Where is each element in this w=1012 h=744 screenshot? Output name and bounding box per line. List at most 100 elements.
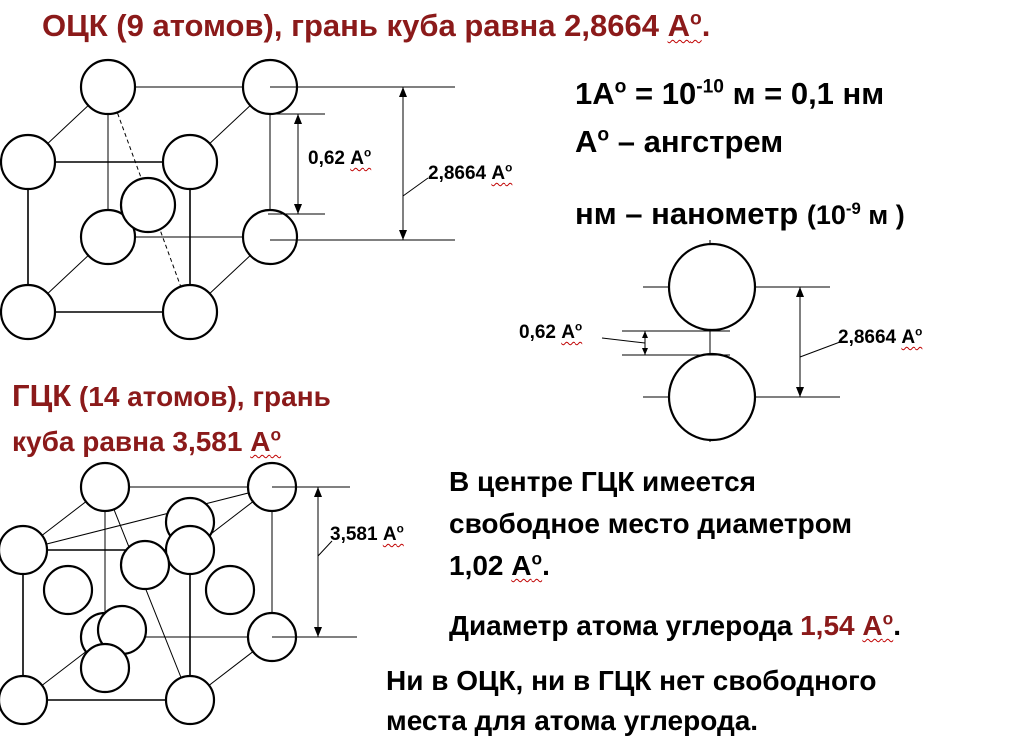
conclusion-line2: места для атома углерода. bbox=[386, 705, 759, 736]
bcc-leader-line bbox=[402, 177, 429, 197]
void-unit: Ао bbox=[511, 550, 542, 581]
angstrom-name: Ао – ангстрем bbox=[575, 124, 783, 160]
bcc-cube-diagram bbox=[0, 58, 455, 341]
void-value: 1,02 bbox=[449, 550, 512, 581]
label-value: 2,8664 bbox=[838, 327, 902, 348]
fcc-atom bbox=[79, 642, 131, 694]
unit-text: м ) bbox=[860, 200, 905, 230]
unit-superscript: о bbox=[396, 522, 404, 536]
title-text: ОЦК (9 атомов), грань куба равна 2,8664 bbox=[42, 8, 668, 43]
fcc-abbrev: ГЦК bbox=[12, 378, 72, 413]
arrow-head bbox=[796, 387, 804, 397]
bcc-edge-label: 2,8664 Ао bbox=[428, 161, 513, 185]
pair-gap-label: 0,62 Ао bbox=[519, 320, 583, 344]
fcc-atom bbox=[164, 674, 216, 726]
label-unit: Ао bbox=[901, 325, 923, 348]
unit-superscript: о bbox=[689, 8, 702, 30]
nanometer-definition: нм – нанометр (10-9 м ) bbox=[575, 196, 905, 232]
bcc-atom bbox=[0, 283, 57, 341]
unit-superscript: о bbox=[614, 76, 627, 98]
page-title: ОЦК (9 атомов), грань куба равна 2,8664 … bbox=[42, 8, 710, 44]
bcc-atom bbox=[79, 58, 137, 116]
arrow-head bbox=[642, 348, 648, 355]
carbon-text: Диаметр атома углерода bbox=[449, 610, 801, 641]
unit-superscript: о bbox=[364, 146, 372, 160]
unit-text: = 10 bbox=[626, 76, 697, 111]
unit-superscript: о bbox=[915, 325, 923, 339]
carbon-unit: Ао bbox=[862, 610, 893, 641]
bcc-atom bbox=[161, 133, 219, 191]
bcc-center-atom bbox=[119, 176, 177, 234]
unit-letter: А bbox=[862, 610, 883, 641]
arrow-head bbox=[642, 331, 648, 338]
unit-superscript: о bbox=[575, 320, 583, 334]
unit-text: 1А bbox=[575, 76, 615, 111]
unit-text: м = 0,1 нм bbox=[723, 76, 885, 111]
unit-text: А bbox=[575, 124, 598, 159]
arrow-head bbox=[294, 204, 302, 214]
label-value: 3,581 bbox=[330, 524, 383, 545]
fcc-title-text: (14 атомов), грань bbox=[71, 381, 331, 412]
fcc-atom bbox=[0, 674, 49, 726]
fcc-void-line3: 1,02 Ао. bbox=[449, 550, 550, 582]
carbon-value: 1,54 bbox=[800, 610, 863, 641]
fcc-atom bbox=[79, 461, 131, 513]
pair-leader-line bbox=[601, 337, 646, 344]
unit-text: нм – нанометр bbox=[575, 196, 807, 231]
fcc-title-line1: ГЦК (14 атомов), грань bbox=[12, 378, 331, 414]
carbon-diameter: Диаметр атома углерода 1,54 Ао. bbox=[449, 610, 901, 642]
label-value: 0,62 bbox=[519, 322, 562, 343]
fcc-void-line1: В центре ГЦК имеется bbox=[449, 466, 757, 497]
arrow-head bbox=[294, 114, 302, 124]
fcc-atom bbox=[42, 564, 94, 616]
label-unit: Ао bbox=[561, 320, 583, 343]
unit-letter: А bbox=[667, 8, 690, 43]
unit-letter: А bbox=[491, 163, 506, 184]
fcc-atom bbox=[0, 524, 49, 576]
label-unit: Ао bbox=[382, 522, 404, 545]
fcc-face-diagonal bbox=[22, 486, 273, 551]
label-unit: Ао bbox=[350, 146, 372, 169]
title-unit: Ао bbox=[668, 8, 702, 43]
fcc-title-unit: Ао bbox=[250, 426, 281, 457]
unit-letter: А bbox=[382, 524, 397, 545]
label-value: 0,62 bbox=[308, 148, 351, 169]
bcc-atom bbox=[161, 283, 219, 341]
conclusion-line1: Ни в ОЦК, ни в ГЦК нет свободного bbox=[386, 665, 877, 696]
fcc-edge-label: 3,581 Ао bbox=[330, 522, 404, 546]
fcc-void-line2: свободное место диаметром bbox=[449, 508, 853, 539]
arrow-head bbox=[399, 87, 407, 97]
fcc-title-line2: куба равна 3,581 Ао bbox=[12, 426, 281, 458]
unit-letter: А bbox=[511, 550, 532, 581]
arrow-head bbox=[314, 487, 322, 497]
bcc-atom bbox=[79, 208, 137, 266]
fcc-face-diagonal bbox=[104, 486, 191, 701]
pair-atom-bottom bbox=[667, 352, 757, 442]
unit-letter: А bbox=[250, 426, 271, 457]
label-value: 2,8664 bbox=[428, 163, 492, 184]
exponent: -10 bbox=[696, 76, 724, 98]
unit-text: – ангстрем bbox=[609, 124, 784, 159]
angstrom-definition: 1Ао = 10-10 м = 0,1 нм bbox=[575, 76, 884, 112]
bcc-atom bbox=[241, 208, 299, 266]
unit-superscript: о bbox=[882, 608, 894, 629]
unit-superscript: о bbox=[597, 124, 610, 146]
pair-atom-top bbox=[667, 242, 757, 332]
arrow-head bbox=[399, 230, 407, 240]
carbon-dot: . bbox=[893, 610, 901, 641]
unit-superscript: о bbox=[531, 548, 543, 569]
arrow-head bbox=[314, 627, 322, 637]
unit-letter: А bbox=[561, 322, 575, 343]
void-dot: . bbox=[542, 550, 550, 581]
title-dot: . bbox=[701, 8, 711, 43]
unit-superscript: о bbox=[505, 161, 513, 175]
pair-leader-line bbox=[799, 341, 841, 358]
bcc-atom bbox=[0, 133, 57, 191]
pair-distance-label: 2,8664 Ао bbox=[838, 325, 923, 349]
fcc-title-text: куба равна 3,581 bbox=[12, 426, 251, 457]
unit-letter: А bbox=[350, 148, 364, 169]
fcc-atom bbox=[119, 539, 171, 591]
carbon-value-group: 1,54 Ао bbox=[800, 610, 893, 641]
fcc-atom bbox=[164, 524, 216, 576]
